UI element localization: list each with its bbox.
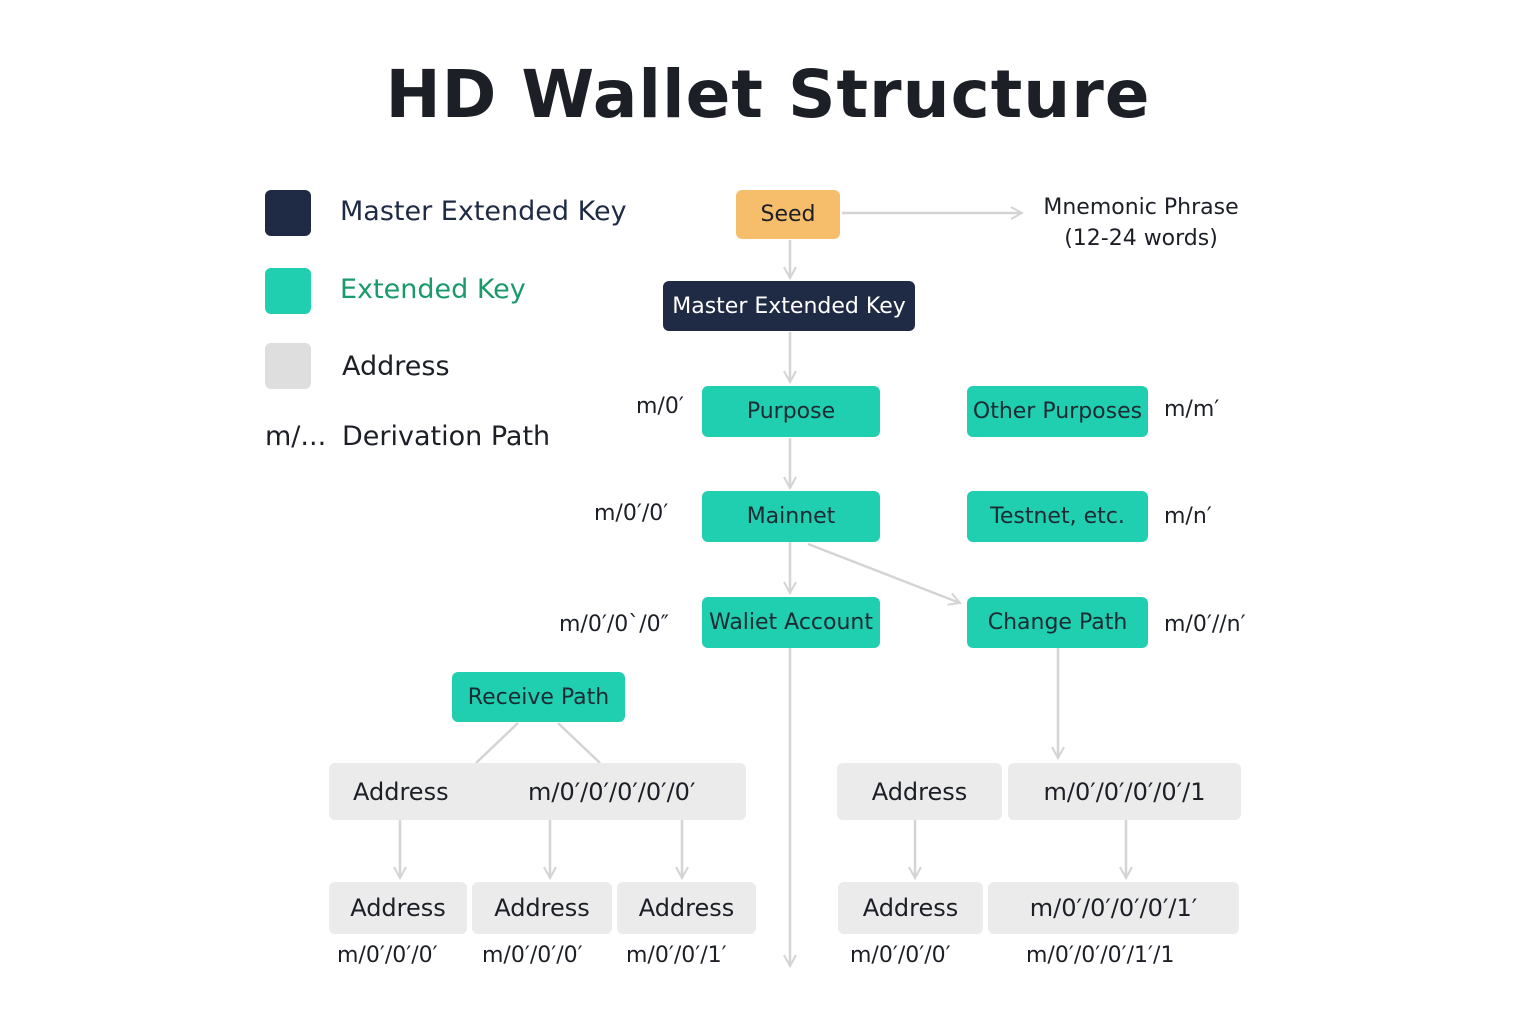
path-label-purpose: m/0′ [636, 394, 684, 419]
path-label-other-purposes: m/m′ [1164, 397, 1220, 422]
legend-label-extended: Extended Key [340, 274, 526, 305]
path-label-testnet: m/n′ [1164, 504, 1212, 529]
change-address-node: Address [837, 763, 1002, 820]
legend-swatch-address [265, 343, 311, 389]
address-leaf-c: Address [617, 882, 756, 934]
master-extended-key-node: Master Extended Key [663, 281, 915, 331]
receive-address-box: Address m/0′/0′/0′/0′/0′ [329, 763, 746, 820]
address-leaf-e-path: m/0′/0′/0′/0′/1′ [988, 882, 1239, 934]
purpose-node: Purpose [702, 386, 880, 437]
seed-node: Seed [736, 190, 840, 239]
page-title: HD Wallet Structure [385, 56, 1151, 133]
mnemonic-phrase-note: Mnemonic Phrase (12-24 words) [1030, 192, 1252, 254]
edge-receive-left [475, 722, 519, 764]
legend-swatch-extended [265, 268, 311, 314]
address-leaf-d: Address [838, 882, 983, 934]
receive-address-label: Address [353, 777, 449, 806]
path-label-leaf-e: m/0′/0′/0′/1′/1 [1026, 943, 1175, 968]
change-address-path-box: m/0′/0′/0′/0′/1 [1008, 763, 1241, 820]
legend-swatch-master [265, 190, 311, 236]
address-leaf-a: Address [329, 882, 467, 934]
wallet-account-node: Waliet Account [702, 597, 880, 648]
legend-label-path: Derivation Path [342, 421, 551, 452]
path-label-mainnet: m/0′/0′ [594, 501, 669, 526]
change-path-node: Change Path [967, 597, 1148, 648]
mnemonic-line-1: Mnemonic Phrase [1043, 195, 1239, 220]
path-label-change-path: m/0′//n′ [1164, 612, 1246, 637]
other-purposes-node: Other Purposes [967, 386, 1148, 437]
testnet-node: Testnet, etc. [967, 491, 1148, 542]
path-label-leaf-b: m/0′/0′/0′ [482, 943, 583, 968]
mainnet-node: Mainnet [702, 491, 880, 542]
edge-mainnet-change [807, 542, 960, 603]
receive-address-path: m/0′/0′/0′/0′/0′ [528, 777, 696, 806]
legend-label-master: Master Extended Key [340, 196, 627, 227]
legend-label-address: Address [342, 351, 450, 382]
edge-receive-right [557, 722, 601, 764]
path-label-leaf-c: m/0′/0′/1′ [626, 943, 727, 968]
path-label-wallet-account: m/0′/0`/0″ [559, 612, 669, 637]
receive-path-node: Receive Path [452, 672, 625, 722]
legend-path-symbol: m/... [265, 421, 327, 452]
path-label-leaf-a: m/0′/0′/0′ [337, 943, 438, 968]
address-leaf-b: Address [472, 882, 612, 934]
path-label-leaf-d: m/0′/0′/0′ [850, 943, 951, 968]
mnemonic-line-2: (12-24 words) [1064, 226, 1218, 251]
